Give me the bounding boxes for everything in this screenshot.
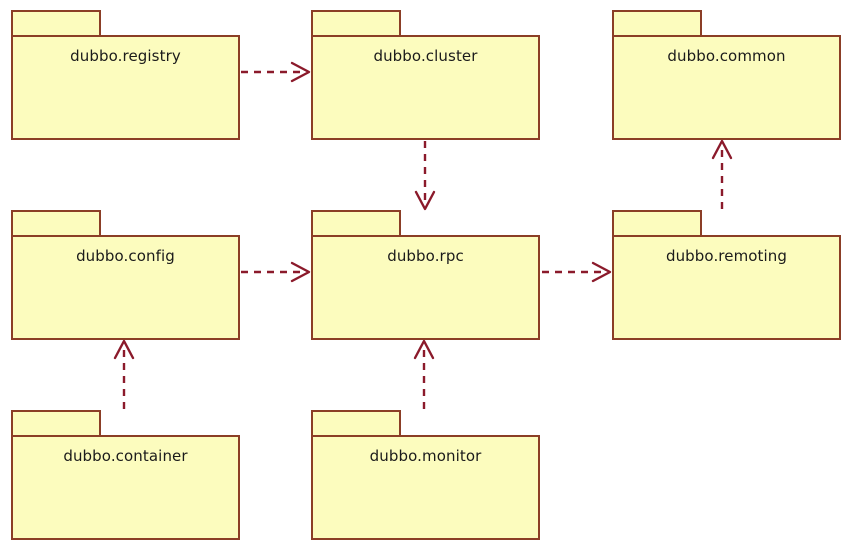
dependency-arrow-config-to-rpc <box>241 261 311 283</box>
package-label: dubbo.monitor <box>369 447 482 465</box>
package-tab <box>311 10 401 37</box>
package-tab <box>11 410 101 437</box>
package-label: dubbo.rpc <box>387 247 464 265</box>
dependency-arrow-monitor-to-rpc <box>413 339 435 409</box>
package-label: dubbo.registry <box>70 47 181 65</box>
dependency-arrow-rpc-to-remoting <box>542 261 612 283</box>
package-body: dubbo.config <box>11 235 240 340</box>
package-label: dubbo.remoting <box>665 247 788 265</box>
package-body: dubbo.remoting <box>612 235 841 340</box>
package-body: dubbo.container <box>11 435 240 540</box>
package-body: dubbo.registry <box>11 35 240 140</box>
package-body: dubbo.cluster <box>311 35 540 140</box>
package-body: dubbo.rpc <box>311 235 540 340</box>
package-tab <box>311 210 401 237</box>
package-label: dubbo.container <box>63 447 188 465</box>
package-tab <box>612 10 702 37</box>
package-label: dubbo.config <box>76 247 175 265</box>
dependency-arrow-cluster-to-rpc <box>414 141 436 211</box>
package-label: dubbo.cluster <box>373 47 478 65</box>
package-tab <box>11 210 101 237</box>
package-body: dubbo.common <box>612 35 841 140</box>
dependency-arrow-registry-to-cluster <box>241 61 311 83</box>
package-label: dubbo.common <box>667 47 786 65</box>
package-tab <box>311 410 401 437</box>
package-body: dubbo.monitor <box>311 435 540 540</box>
package-tab <box>612 210 702 237</box>
package-tab <box>11 10 101 37</box>
dependency-arrow-container-to-config <box>113 339 135 409</box>
dependency-arrow-remoting-to-common <box>711 139 733 209</box>
